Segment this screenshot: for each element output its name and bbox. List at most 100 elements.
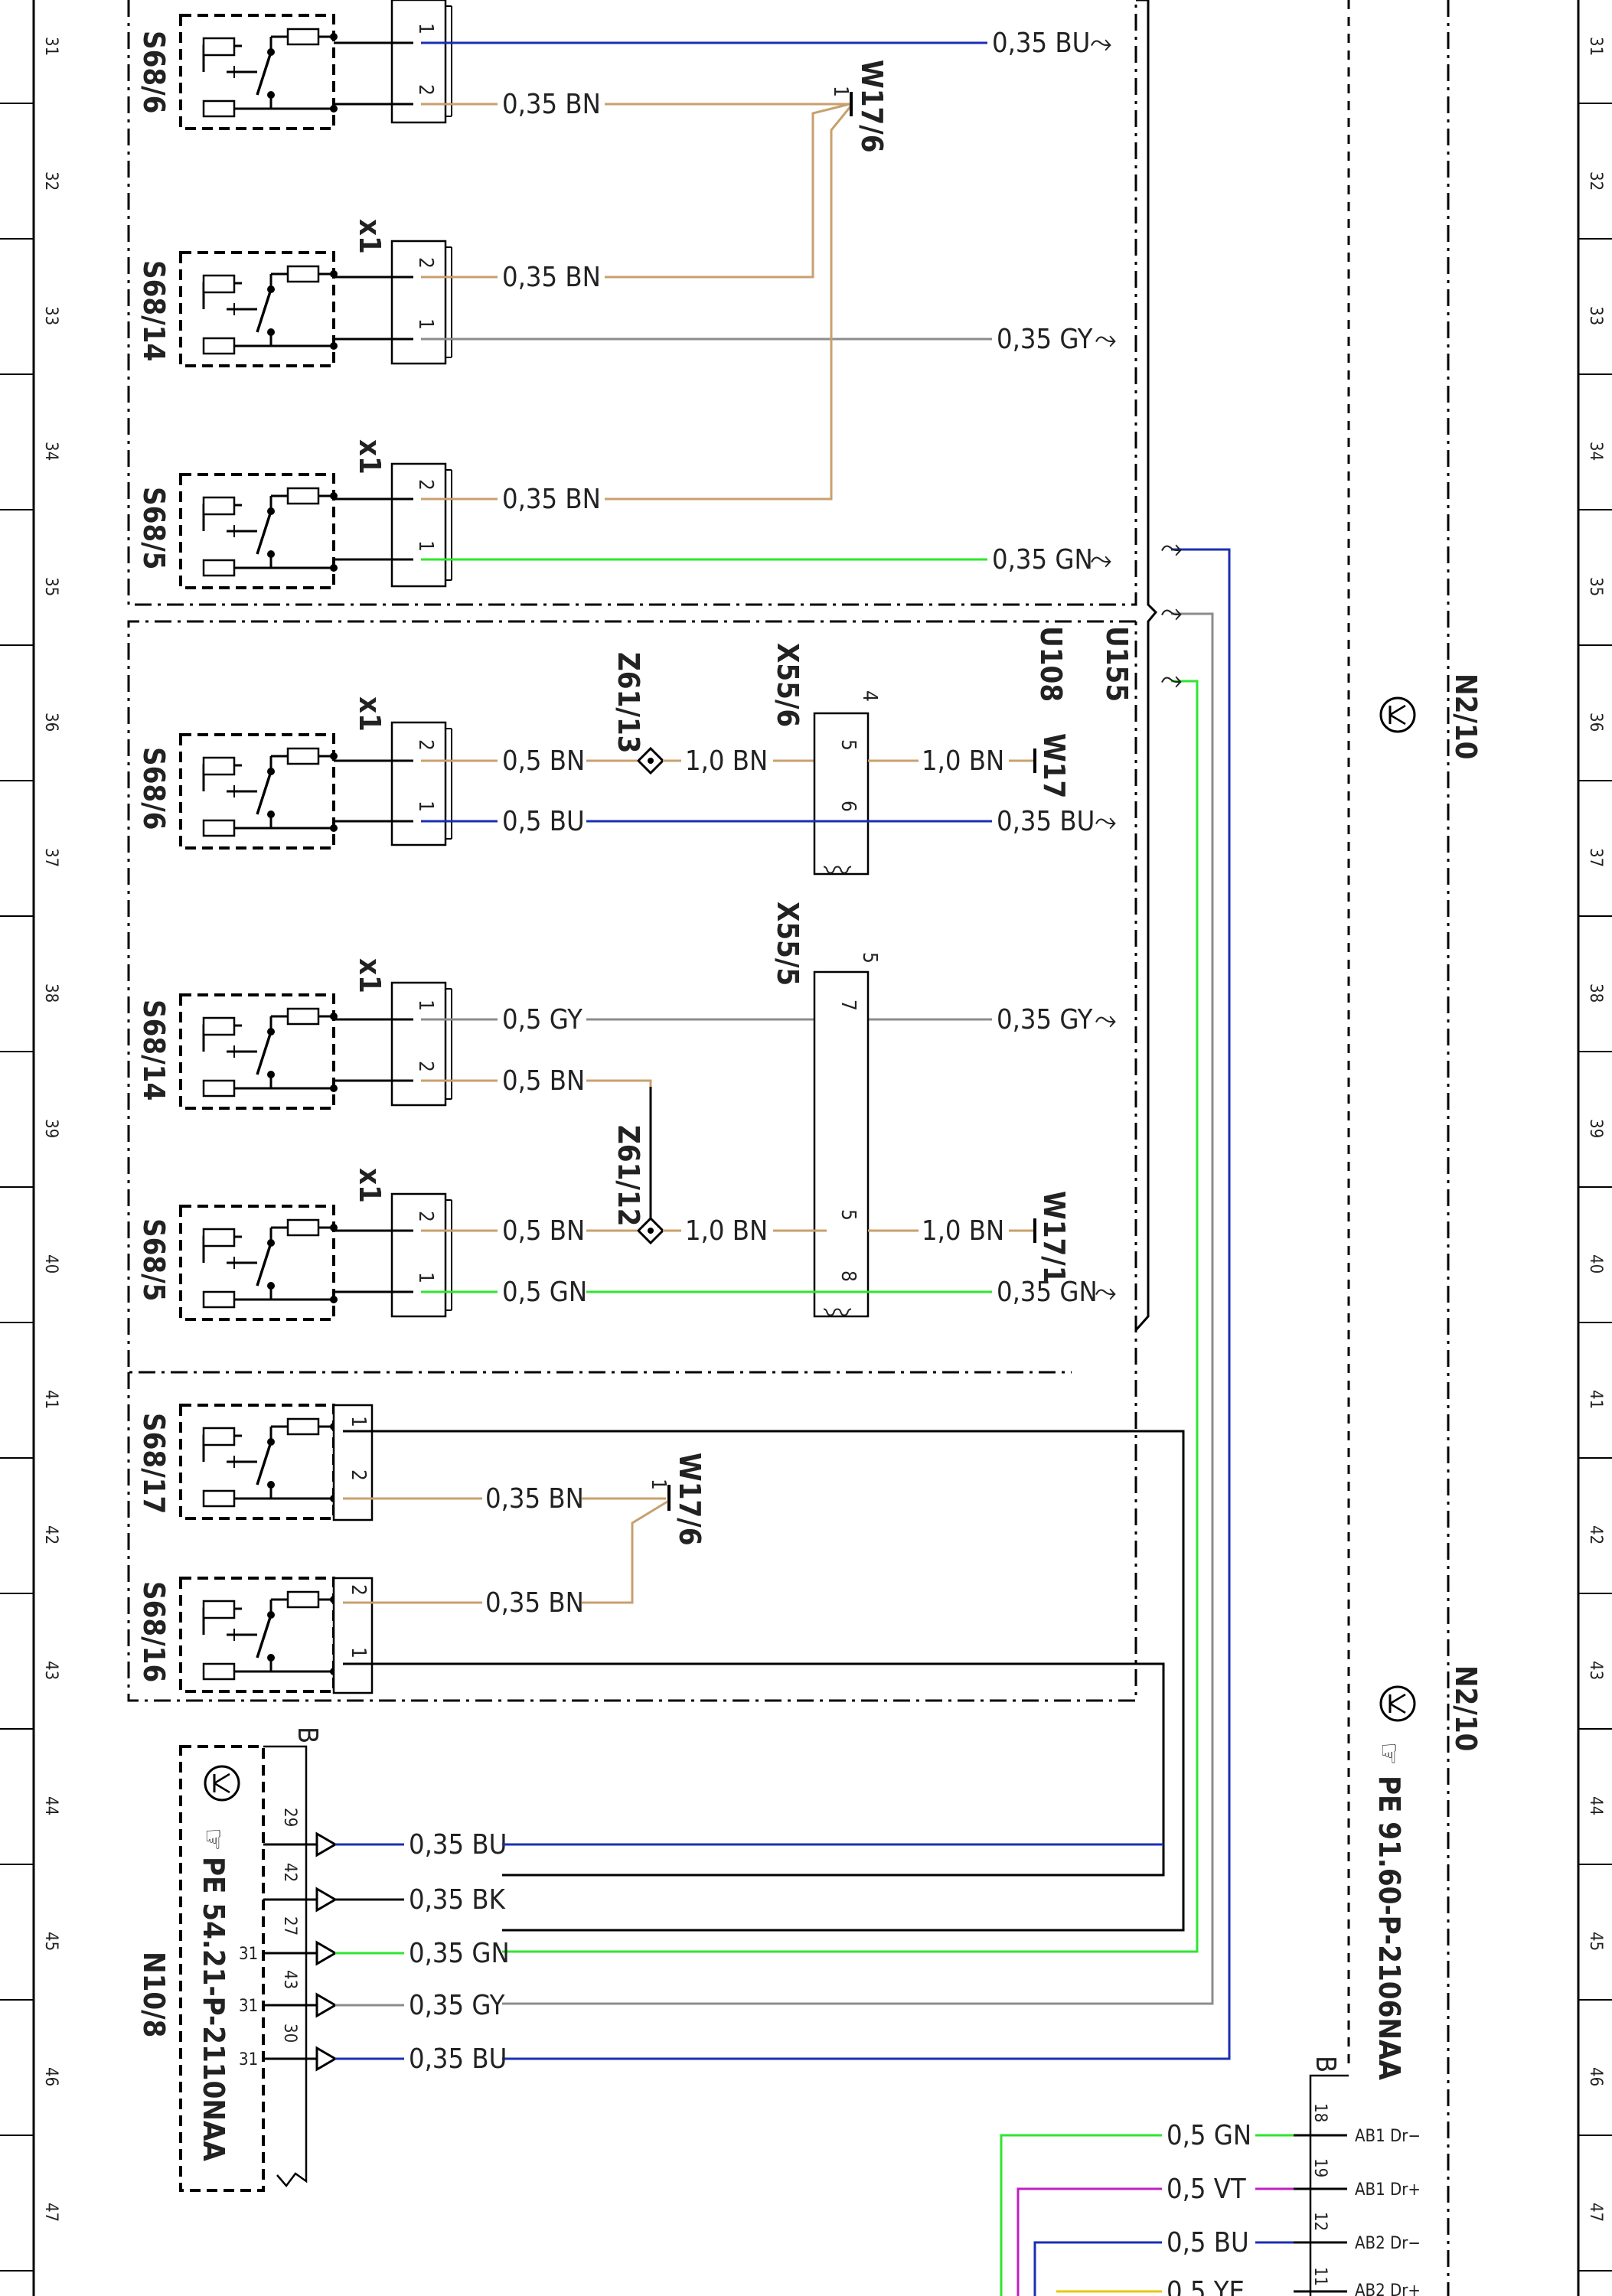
pin-number: 2 bbox=[347, 1469, 370, 1481]
ruler-label: 37 bbox=[1586, 848, 1605, 867]
wire-label: 0,5 GY bbox=[502, 1004, 582, 1035]
module-pin: 12 AB2 Dr− 0,5 BU bbox=[1033, 2212, 1421, 2296]
wire-label: 0,35 GY bbox=[997, 1004, 1093, 1035]
pin-number: 1 bbox=[414, 540, 437, 552]
z61-12-label: Z61/12 bbox=[612, 1125, 645, 1226]
border-mid-group bbox=[127, 620, 1136, 1374]
ruler-label: 42 bbox=[41, 1525, 60, 1544]
w17-1-label: W17/1 bbox=[1037, 1191, 1071, 1284]
ruler-label: 43 bbox=[1586, 1661, 1605, 1680]
mid-group: U155 U108 X55/6 4 Z61/13 W17 S68/6 x1 2 … bbox=[137, 626, 1134, 1329]
switch-label: S68/6 bbox=[137, 747, 171, 830]
wire-label: 0,5 BU bbox=[502, 806, 585, 837]
pin-number: 1 bbox=[414, 23, 437, 34]
connector-x55-6 bbox=[813, 712, 870, 876]
wire-label: 0,35 GY bbox=[997, 324, 1093, 355]
ruler-label: 32 bbox=[1586, 171, 1605, 191]
left-ruler: 31 32 33 34 35 36 37 38 39 40 41 42 43 4… bbox=[0, 0, 60, 2296]
x55-5-number: 5 bbox=[858, 952, 881, 964]
ruler-label: 42 bbox=[1586, 1525, 1605, 1544]
pin-number: 1 bbox=[414, 318, 437, 330]
hand-icon: ☞ bbox=[197, 1828, 230, 1851]
ruler-label: 34 bbox=[41, 442, 60, 461]
pin-number: 8 bbox=[837, 1270, 860, 1282]
switch-label: S68/16 bbox=[137, 1581, 171, 1682]
trunk-wires bbox=[502, 548, 1231, 2060]
switch-s68-6-top bbox=[179, 14, 339, 130]
ruler-label: 33 bbox=[1586, 306, 1605, 325]
pin-signal: AB2 Dr+ bbox=[1355, 2281, 1421, 2296]
x55-5-label: X55/5 bbox=[771, 902, 804, 986]
w17-label: W17 bbox=[1037, 733, 1071, 798]
wire-label: 1,0 BN bbox=[685, 745, 768, 777]
ruler-label: 34 bbox=[1586, 442, 1605, 461]
x55-6-label: X55/6 bbox=[771, 643, 804, 727]
wire-label: 0,5 VT bbox=[1167, 2174, 1246, 2205]
pin-number: 43 bbox=[280, 1970, 299, 1989]
connector-pins bbox=[332, 1404, 374, 1521]
wire-arrow-icon: ⤳ bbox=[1160, 664, 1183, 696]
ruler-label: 44 bbox=[1586, 1796, 1605, 1815]
wire-label: 0,35 GN bbox=[992, 544, 1093, 576]
module-n10-8: B ☞ PE 54.21-P-2110NAA N10/8 29 0,35 BU … bbox=[137, 1727, 1163, 2192]
ruler-label: 31 bbox=[41, 37, 60, 56]
connector-label: x1 bbox=[353, 696, 387, 732]
z61-13-label: Z61/13 bbox=[612, 652, 645, 753]
pin-signal: AB1 Dr− bbox=[1355, 2127, 1421, 2146]
wire-arrow-icon: ⤳ bbox=[1095, 1004, 1117, 1035]
output-arrow-icon bbox=[315, 1887, 338, 1913]
switch-s68-17 bbox=[179, 1404, 339, 1520]
output-arrow-icon bbox=[315, 1992, 338, 2018]
u108-label: U108 bbox=[1034, 626, 1068, 702]
connector-label: x1 bbox=[353, 219, 387, 254]
wire-arrow-icon: ⤳ bbox=[1090, 544, 1112, 576]
wire-label: 0,35 BN bbox=[502, 89, 601, 120]
pin-number: 30 bbox=[280, 2024, 299, 2043]
ruler-label: 39 bbox=[1586, 1119, 1605, 1138]
wire-label: 0,5 BU bbox=[1167, 2227, 1249, 2258]
ruler-label: 32 bbox=[41, 171, 60, 191]
pin-number: 2 bbox=[414, 1211, 437, 1222]
ruler-label: 44 bbox=[41, 1796, 60, 1815]
switch-s68-16 bbox=[179, 1577, 339, 1693]
ruler-label: 41 bbox=[1586, 1390, 1605, 1409]
connector-x55-5 bbox=[813, 970, 870, 1318]
ruler-label: 40 bbox=[1586, 1254, 1605, 1274]
transistor-icon bbox=[1379, 696, 1416, 733]
wire-label: 0,35 BU bbox=[992, 28, 1090, 59]
ruler-label: 39 bbox=[41, 1119, 60, 1138]
module-side-label: B bbox=[292, 1727, 323, 1743]
switch-label: S68/6 bbox=[137, 31, 171, 113]
wire-arrow-icon: ⤳ bbox=[1095, 1277, 1117, 1308]
wire-label: 0,35 BU bbox=[997, 806, 1095, 837]
pin-sub: 31 bbox=[239, 2050, 258, 2069]
pin-number: 12 bbox=[1310, 2212, 1330, 2231]
switch-label: S68/17 bbox=[137, 1413, 171, 1514]
connector-label: x1 bbox=[353, 958, 387, 993]
splice-pin: 1 bbox=[647, 1479, 670, 1490]
pin-number: 7 bbox=[837, 1000, 860, 1011]
border-low-group bbox=[127, 621, 1137, 1702]
pin-number: 2 bbox=[414, 257, 437, 269]
pin-number: 1 bbox=[347, 1647, 370, 1658]
wire-label: 0,5 BN bbox=[502, 1065, 585, 1097]
transistor-icon bbox=[1379, 1685, 1416, 1722]
u155-label: U155 bbox=[1100, 626, 1134, 702]
wire-label: 0,5 BN bbox=[502, 745, 585, 777]
ruler-label: 40 bbox=[41, 1254, 60, 1274]
wire-label: 0,5 GN bbox=[502, 1277, 587, 1308]
ruler-label: 38 bbox=[41, 983, 60, 1003]
pin-sub: 31 bbox=[239, 1945, 258, 1964]
output-arrow-icon bbox=[315, 1940, 338, 1966]
switch-s68-14-top bbox=[179, 251, 339, 367]
break-icon: 〰 bbox=[824, 856, 851, 887]
pin-number: 27 bbox=[280, 1916, 299, 1936]
u155-bracket bbox=[1134, 0, 1158, 1331]
pin-number: 2 bbox=[414, 84, 437, 96]
pin-number: 1 bbox=[414, 1272, 437, 1283]
switch-label: S68/14 bbox=[137, 260, 171, 361]
border-top-group bbox=[127, 0, 1137, 606]
group-borders bbox=[127, 0, 1450, 2296]
splice-pin: 1 bbox=[829, 86, 852, 97]
